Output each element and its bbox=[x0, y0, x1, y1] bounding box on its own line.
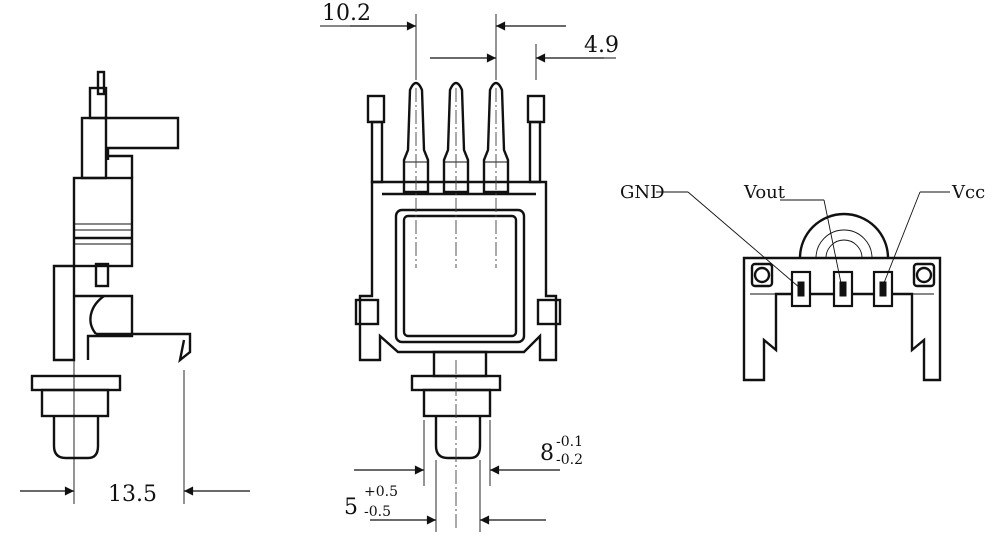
side-view: 13.5 bbox=[20, 70, 250, 507]
pin-label-gnd: GND bbox=[620, 182, 665, 203]
shaft-inner-tol-upper: +0.5 bbox=[364, 484, 398, 500]
pin-pitch-dimension: 4.9 bbox=[584, 33, 619, 58]
front-view: 10.2 4.9 bbox=[320, 1, 619, 532]
shaft-outer-tol-lower: -0.2 bbox=[556, 452, 583, 468]
shaft-inner-dimension: 5 bbox=[344, 495, 358, 520]
shaft-outer-dimension: 8 bbox=[540, 441, 554, 466]
shaft-outer-tol-upper: -0.1 bbox=[556, 434, 583, 450]
pin-label-vout: Vout bbox=[743, 182, 786, 203]
shaft-inner-tol-lower: -0.5 bbox=[364, 504, 391, 520]
pinout-view: GND Vout Vcc bbox=[620, 182, 985, 382]
pin-label-vcc: Vcc bbox=[951, 182, 985, 203]
side-depth-dimension: 13.5 bbox=[108, 482, 157, 507]
pin-span-dimension: 10.2 bbox=[322, 1, 371, 26]
